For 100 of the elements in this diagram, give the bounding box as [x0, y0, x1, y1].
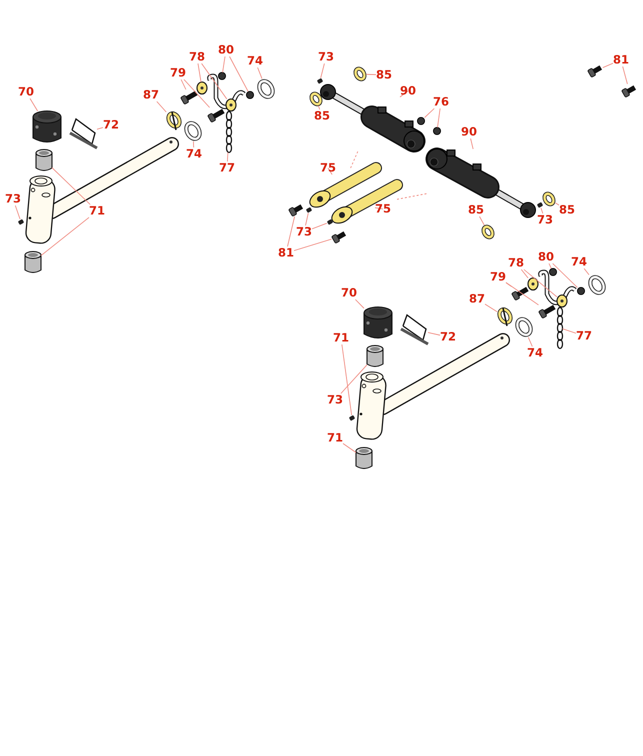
leader-line [506, 282, 512, 287]
leader-line [548, 263, 552, 269]
callout-number: 74 [527, 346, 543, 360]
callout-number: 72 [103, 118, 119, 132]
callout-number: 75 [320, 162, 336, 174]
callout-number: 90 [400, 84, 416, 98]
cap [364, 306, 392, 338]
leader-line [520, 269, 528, 278]
leader-line [312, 222, 328, 230]
nut [433, 127, 441, 135]
callout-number: 73 [318, 50, 334, 64]
lock-pin [69, 118, 98, 150]
callout-number: 90 [461, 126, 477, 138]
leader-line [40, 217, 90, 256]
leader-line [506, 282, 539, 306]
nut [246, 91, 254, 99]
callout-number: 71 [327, 432, 343, 444]
washer [184, 121, 202, 141]
bolt [587, 65, 602, 78]
callout-number: 77 [219, 162, 235, 174]
leader-line [193, 140, 194, 148]
leader-line [355, 299, 364, 309]
washer [515, 317, 533, 337]
bushing [366, 345, 384, 367]
leader-line [374, 207, 384, 210]
washer [556, 294, 568, 308]
hydraulic-cylinder [426, 148, 536, 218]
leader-line [257, 67, 262, 80]
washer [257, 79, 275, 99]
leader-line [540, 208, 544, 214]
callout-number: 77 [576, 330, 592, 342]
leader-line [437, 108, 440, 128]
callout-number: 87 [143, 88, 159, 102]
callout-number: 72 [440, 330, 456, 344]
bushing [36, 149, 52, 171]
leader-line [287, 216, 295, 247]
washer [226, 98, 236, 112]
callout-number: 80 [218, 44, 234, 56]
leader-line [400, 90, 408, 98]
leader-line [198, 63, 202, 82]
callout-number: 73 [327, 394, 343, 406]
leader-line [229, 56, 248, 92]
set-screw [348, 415, 356, 421]
leader-line [562, 328, 576, 334]
lock-pin [400, 314, 429, 346]
leader-line [524, 269, 558, 298]
callout-number: 70 [341, 286, 357, 300]
washer [528, 278, 538, 290]
set-screw [316, 78, 324, 84]
washer [482, 224, 494, 240]
bushing [24, 251, 42, 273]
callout-number: 87 [469, 292, 485, 306]
leader-line [554, 202, 560, 206]
callout-number: 81 [278, 246, 294, 260]
callout-number: 85 [559, 204, 575, 216]
leader-line [470, 138, 474, 150]
callout-number: 73 [296, 226, 312, 238]
washer [310, 92, 322, 106]
callout-number: 74 [186, 148, 202, 160]
callout-number: 85 [314, 110, 330, 122]
callout-number: 73 [5, 192, 21, 206]
set-screw [306, 207, 312, 213]
bolt [511, 286, 529, 301]
callout-number: 70 [18, 86, 34, 98]
leader-line [479, 216, 485, 226]
leader-line [30, 98, 38, 112]
bolt [538, 304, 556, 319]
callout-number: 76 [433, 96, 449, 108]
callout-number: 79 [490, 270, 506, 284]
leader-line [52, 167, 91, 205]
callout-number: 79 [170, 66, 186, 80]
leader-line [184, 79, 210, 108]
nut [218, 72, 226, 80]
bushing [356, 447, 372, 469]
washer [542, 192, 556, 206]
leader-line [622, 66, 628, 84]
callout-number: 71 [333, 332, 349, 344]
washer [354, 66, 366, 82]
leader-line [227, 152, 228, 162]
leader-line [180, 79, 186, 90]
bolt [331, 231, 346, 244]
leader-line [201, 63, 228, 100]
leader-line [528, 336, 533, 347]
callout-number: 71 [89, 204, 105, 218]
callout-number: 73 [537, 214, 553, 226]
leader-line [484, 304, 498, 312]
chain [556, 306, 564, 350]
callout-number: 74 [247, 54, 263, 68]
washer [196, 82, 208, 94]
leader-line [96, 127, 104, 130]
nut [549, 268, 557, 276]
chain [226, 110, 232, 154]
bolt [288, 204, 304, 217]
bolt [180, 90, 198, 105]
pivot-pin [331, 179, 403, 224]
bolt [207, 108, 225, 123]
leader-line [318, 105, 320, 110]
leader-line [584, 268, 590, 276]
leader-line [342, 344, 352, 416]
bolt [621, 85, 636, 98]
